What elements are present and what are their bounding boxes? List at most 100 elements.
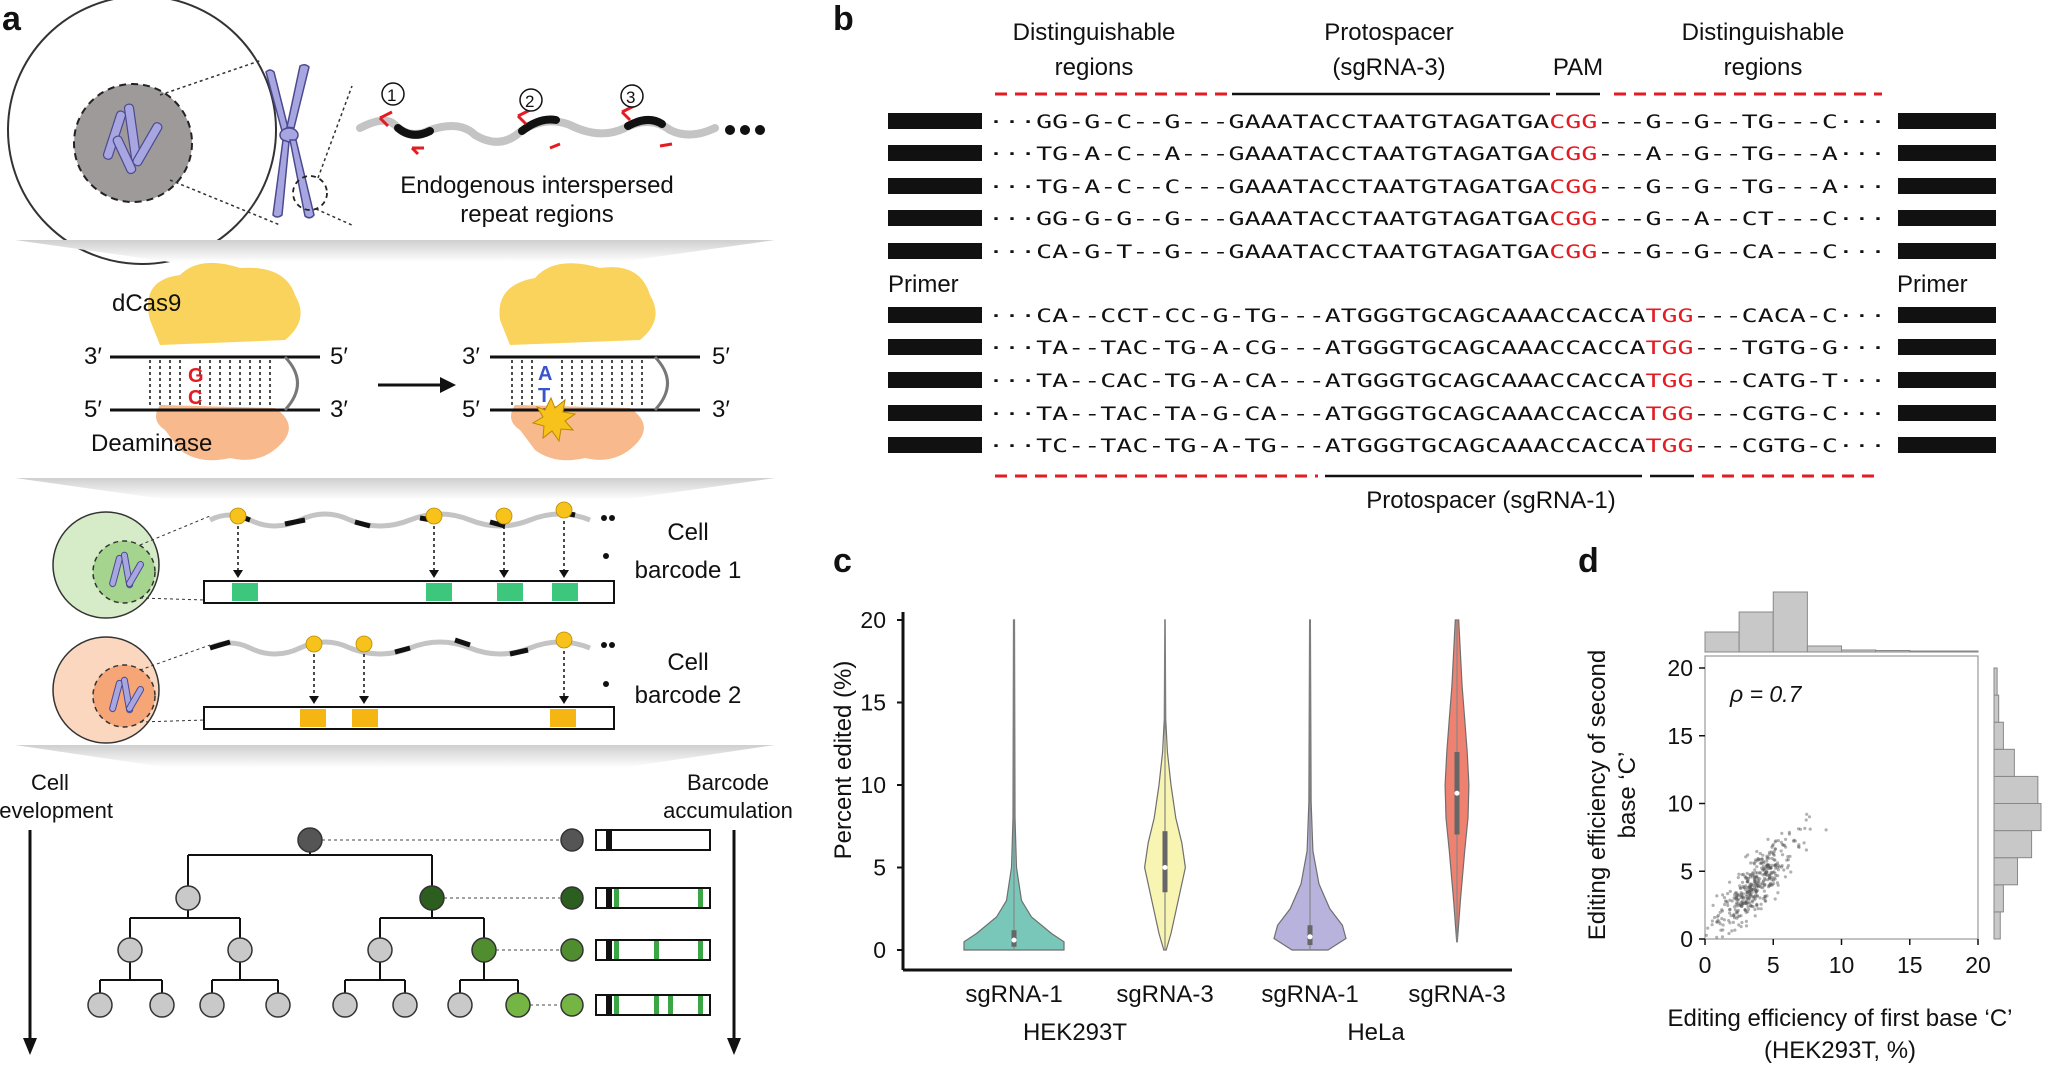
svg-text:3′: 3′ [330,396,348,423]
scatter-point [1756,876,1760,880]
scatter-point [1804,848,1808,852]
c-group-label-hek293t: HEK293T [1023,1019,1127,1046]
scatter-point [1769,870,1773,874]
scatter-point [1768,874,1772,878]
scatter-point [1741,902,1745,906]
y-histogram-bar [1993,694,2000,723]
scatter-point [1780,864,1784,868]
scatter-point [1797,845,1801,849]
scatter-point [1786,855,1790,859]
svg-text:accumulation: accumulation [663,798,793,823]
c-group-label-hela: HeLa [1347,1019,1405,1046]
scatter-point [1771,870,1775,875]
scatter-point [1730,899,1734,903]
scatter-point [1749,894,1753,898]
scatter-point [1719,928,1723,932]
scatter-point [1744,855,1748,859]
scatter-point [1745,890,1749,894]
scatter-point [1767,852,1771,857]
scatter-point [1743,908,1747,912]
x-histogram-bar [1841,649,1877,653]
x-histogram-bar [1806,645,1842,653]
scatter-point [1739,892,1743,896]
scatter-point [1754,888,1758,893]
scatter-point [1771,851,1775,855]
scatter-point [1774,866,1778,870]
scatter-point [1772,853,1776,857]
scatter-point [1753,914,1757,918]
scatter-point [1749,884,1753,889]
scatter-point [1750,874,1754,878]
scatter-point [1747,894,1751,898]
scatter-point [1733,897,1737,901]
scatter-point [1760,882,1765,886]
scatter-point [1736,892,1740,896]
scatter-point [1771,878,1775,883]
scatter-point [1748,873,1752,877]
scatter-point [1729,914,1733,918]
scatter-point [1741,896,1746,901]
scatter-point [1740,903,1744,907]
section-separator [15,478,775,500]
panel-c-letter: c [833,542,852,580]
scatter-point [1744,910,1748,915]
scatter-point [1744,901,1749,906]
scatter-point [1796,845,1801,849]
scatter-point [1739,900,1743,904]
scatter-point [1773,871,1777,875]
scatter-point [1776,863,1780,868]
scatter-point [1784,837,1788,842]
scatter-point [1754,889,1758,893]
scatter-point [1749,861,1753,865]
scatter-point [1773,847,1777,851]
scatter-point [1783,875,1787,879]
scatter-point [1772,876,1776,880]
scatter-point [1723,902,1727,907]
scatter-point [1784,845,1788,849]
svg-text:T: T [538,385,550,407]
scatter-point [1779,849,1783,853]
scatter-point [1753,878,1757,882]
scatter-point [1789,870,1793,874]
scatter-point [1759,861,1764,866]
scatter-point [1760,857,1764,861]
panel-b: b Distinguishable regions Protospacer (s… [833,0,1996,514]
scatter-point [1748,893,1752,897]
scatter-point [1780,865,1784,869]
scatter-point [1745,871,1749,876]
scatter-point [1760,857,1764,861]
scatter-point [1756,881,1760,885]
scatter-point [1753,897,1757,901]
scatter-point [1744,876,1748,881]
scatter-point [1762,859,1766,864]
scatter-point [1796,827,1801,831]
scatter-point [1745,896,1749,900]
scatter-point [1740,894,1744,898]
scatter-point [1750,900,1755,904]
scatter-point [1744,899,1748,904]
scatter-point [1765,869,1769,873]
scatter-point [1721,923,1725,927]
scatter-point [1776,891,1780,895]
d-x-tick-label: 5 [1767,952,1780,978]
scatter-point [1756,857,1760,861]
scatter-point [1768,872,1772,877]
scatter-point [1773,864,1777,868]
scatter-point [1743,901,1747,906]
svg-text:5′: 5′ [330,343,348,370]
scatter-point [1754,858,1758,862]
scatter-point [1769,872,1773,876]
scatter-point [1736,901,1740,906]
svg-text:3′: 3′ [712,396,730,423]
scatter-point [1720,908,1724,912]
scatter-point [1764,899,1768,903]
scatter-point [1728,907,1732,912]
scatter-point [1767,883,1771,887]
scatter-point [1721,893,1725,897]
scatter-point [1752,895,1756,899]
scatter-point [1773,864,1777,868]
repeat-caption-line1: Endogenous interspersed [400,172,674,199]
scatter-point [1753,885,1757,889]
